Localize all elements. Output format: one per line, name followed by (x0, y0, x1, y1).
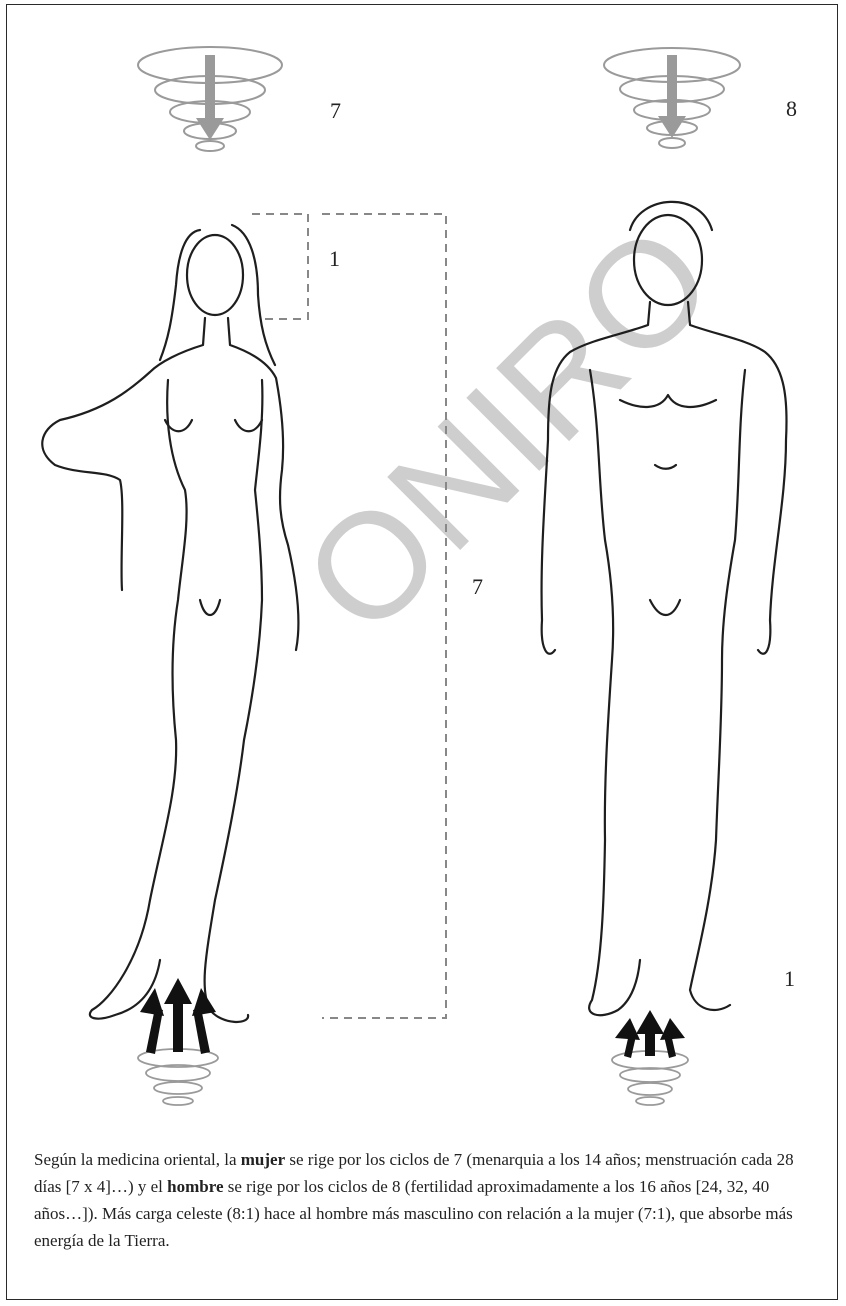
male-figure (542, 202, 787, 1015)
caption-bold-hombre: hombre (167, 1177, 223, 1196)
cycle-number-male: 8 (786, 98, 797, 120)
ratio-bracket-body (322, 214, 446, 1018)
arrows-up-male (615, 1010, 685, 1058)
arrow-down-male (658, 55, 686, 138)
body-ratio-label: 7 (472, 576, 483, 598)
caption-bold-mujer: mujer (241, 1150, 285, 1169)
arrow-down-female (196, 55, 224, 140)
female-figure (42, 225, 298, 1022)
ratio-bracket-head (252, 214, 308, 319)
caption-text-1: Según la medicina oriental, la (34, 1150, 241, 1169)
spiral-bottom-female (138, 1049, 218, 1105)
head-ratio-label: 1 (329, 248, 340, 270)
ground-ratio-label: 1 (784, 968, 795, 990)
cycle-number-female: 7 (330, 100, 341, 122)
spiral-bottom-male (612, 1051, 688, 1105)
caption: Según la medicina oriental, la mujer se … (34, 1146, 824, 1254)
